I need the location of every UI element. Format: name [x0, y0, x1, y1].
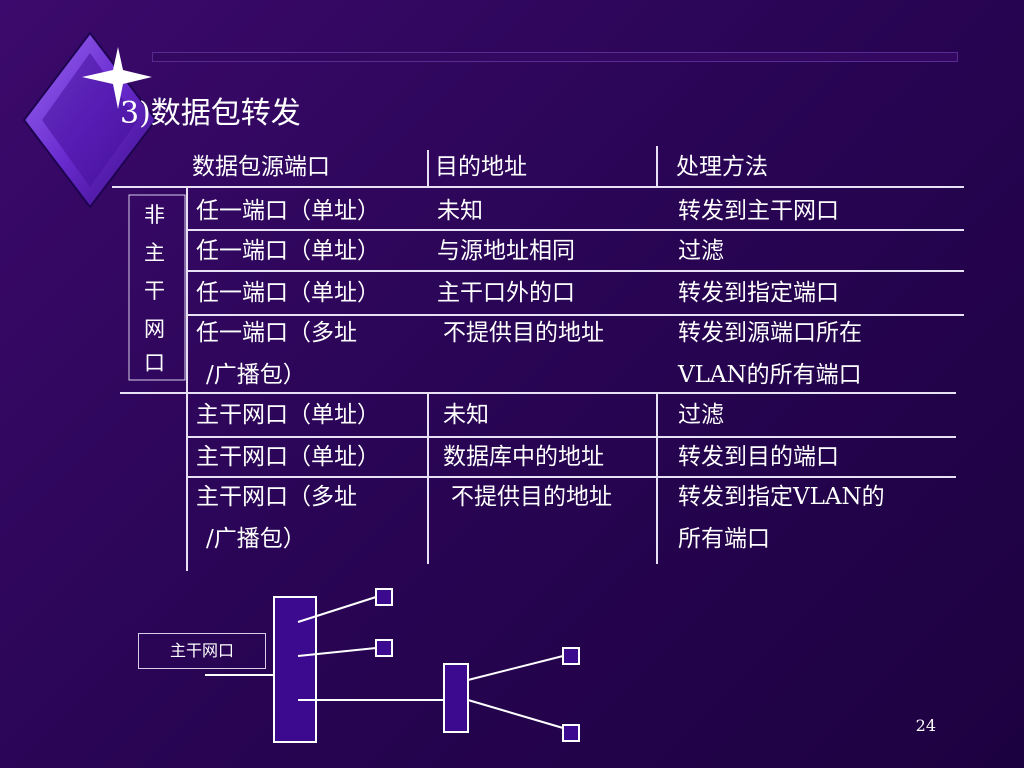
table-row-source: 主干网口（多址 — [196, 484, 357, 510]
table-row-action: 转发到指定VLAN的 — [678, 484, 885, 510]
port-link — [297, 596, 377, 623]
port-link — [467, 699, 564, 729]
row-rule — [186, 436, 956, 438]
group-rule — [120, 392, 956, 394]
table-row-action: 转发到目的端口 — [678, 444, 839, 470]
table-row-source: 主干网口（单址） — [196, 444, 380, 470]
trunk-port-label: 主干网口 — [138, 633, 266, 669]
table-row-source: 任一端口（单址） — [196, 238, 380, 264]
header-source-port: 数据包源端口 — [192, 154, 330, 180]
table-row-dest: 主干口外的口 — [437, 280, 575, 306]
group-label-char: 干 — [144, 279, 165, 303]
header-divider-1 — [427, 150, 429, 186]
star-diamond-logo — [22, 31, 158, 209]
table-row-dest: 与源地址相同 — [437, 238, 575, 264]
slide-title: 3)数据包转发 — [120, 96, 301, 131]
table-row-source: 主干网口（单址） — [196, 402, 380, 428]
main-switch-box — [273, 596, 317, 743]
table-row-source: 任一端口（单址） — [196, 280, 380, 306]
table-row-action: 所有端口 — [678, 526, 770, 552]
port-node — [375, 588, 393, 606]
group-label-char: 口 — [144, 351, 165, 375]
network-diagram — [205, 588, 580, 743]
table-row-source: 任一端口（单址） — [196, 198, 380, 224]
port-node — [562, 724, 580, 742]
page-number: 24 — [915, 716, 936, 735]
row-rule — [186, 476, 956, 478]
header-rule — [112, 186, 964, 188]
table-row-action: 转发到源端口所在 — [678, 320, 862, 346]
table-row-action: 过滤 — [678, 238, 724, 264]
port-link — [297, 647, 377, 657]
table-left-border — [186, 186, 188, 571]
column-divider-1 — [427, 392, 429, 564]
table-row-source: /广播包） — [206, 362, 306, 388]
row-rule — [186, 229, 964, 231]
table-row-dest: 不提供目的地址 — [451, 484, 612, 510]
table-row-action: 转发到指定端口 — [678, 280, 839, 306]
table-row-dest: 数据库中的地址 — [443, 444, 604, 470]
table-row-source: 任一端口（多址 — [196, 320, 357, 346]
port-node — [562, 647, 580, 665]
column-divider-2 — [656, 392, 658, 564]
group-label-char: 主 — [144, 241, 165, 265]
group-label-box — [128, 194, 186, 381]
table-row-action: VLAN的所有端口 — [678, 362, 862, 388]
header-divider-2 — [656, 146, 658, 186]
header-destination: 目的地址 — [435, 154, 527, 180]
top-accent-bar — [152, 52, 958, 62]
sub-switch-box — [443, 663, 469, 733]
table-row-dest: 不提供目的地址 — [443, 320, 604, 346]
row-rule — [186, 270, 964, 272]
group-label-char: 网 — [144, 317, 165, 341]
header-action: 处理方法 — [676, 154, 768, 180]
table-row-dest: 未知 — [443, 402, 489, 428]
port-link — [467, 655, 564, 681]
row-rule — [186, 314, 964, 316]
table-row-source: /广播包） — [206, 526, 306, 552]
table-row-action: 过滤 — [678, 402, 724, 428]
table-row-dest: 未知 — [437, 198, 483, 224]
port-node — [375, 639, 393, 657]
group-label-char: 非 — [144, 203, 165, 227]
table-row-action: 转发到主干网口 — [678, 198, 839, 224]
